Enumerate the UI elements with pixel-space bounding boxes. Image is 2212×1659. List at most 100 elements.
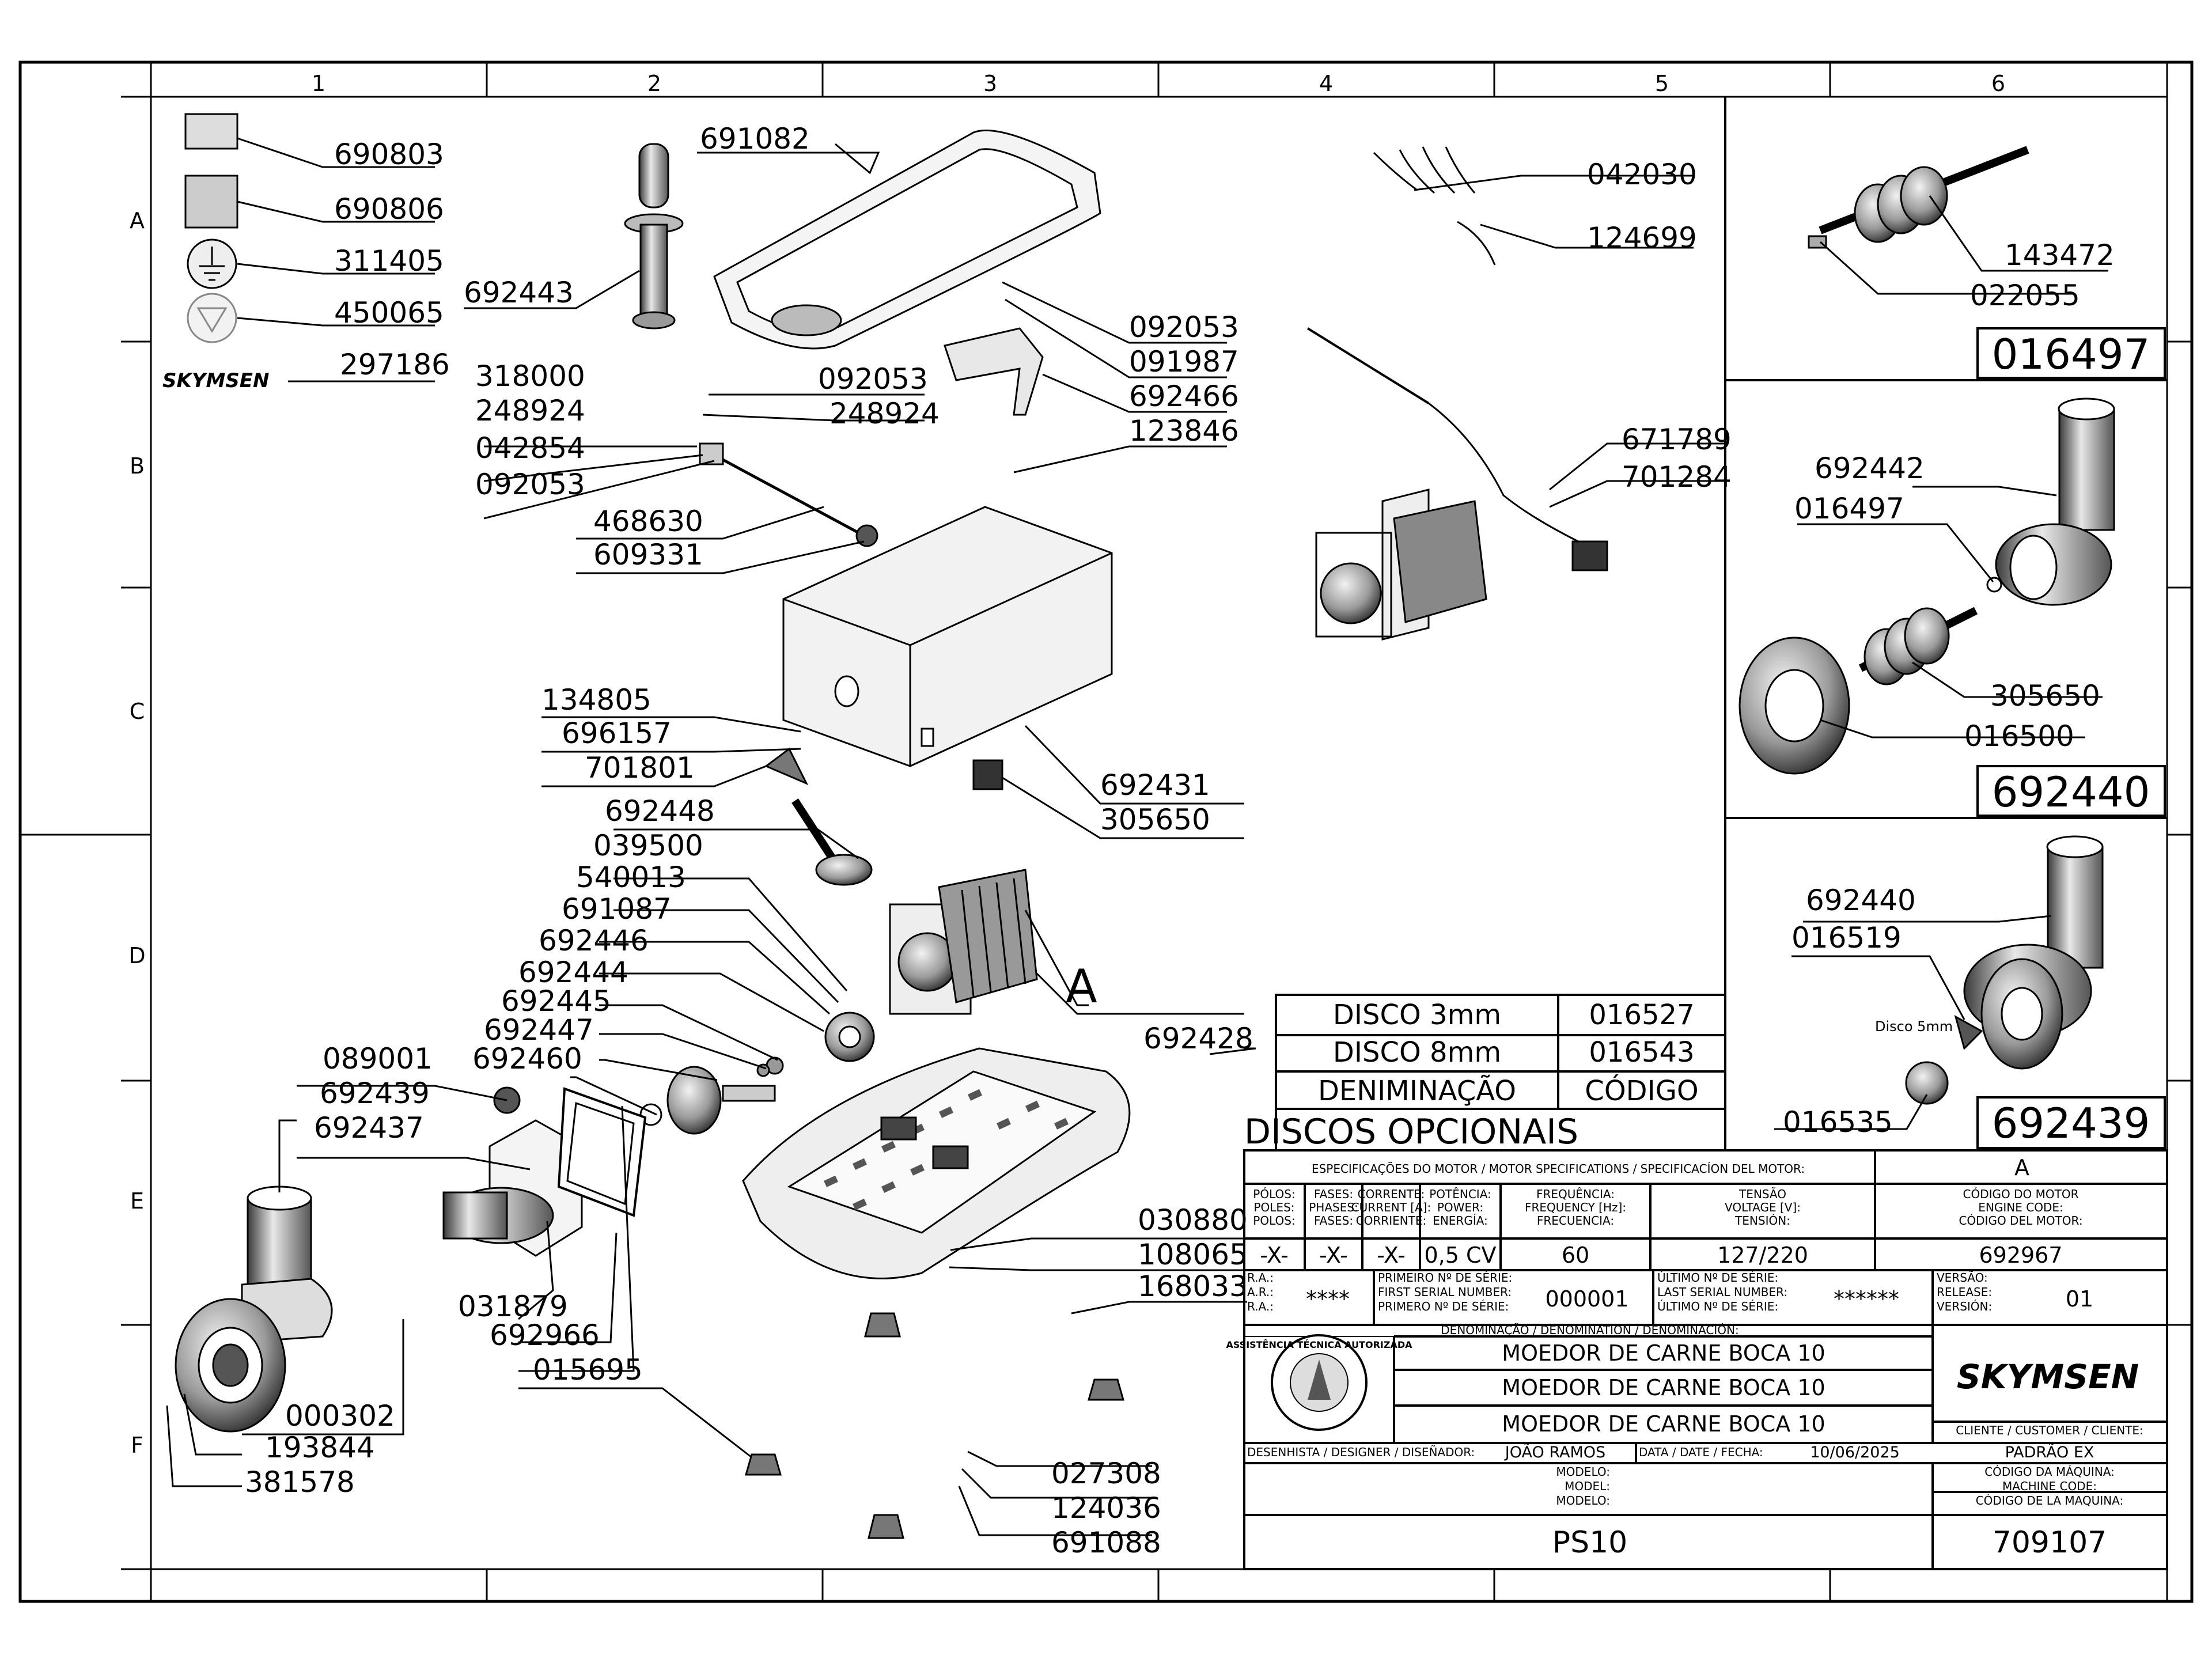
part-701284: 701284 bbox=[1622, 460, 1732, 494]
part-031879: 031879 bbox=[458, 1290, 568, 1323]
designer-value: JOÃO RAMOS bbox=[1504, 1443, 1605, 1461]
last-serial-label-en: LAST SERIAL NUMBER: bbox=[1657, 1285, 1787, 1299]
part-042030: 042030 bbox=[1587, 158, 1697, 191]
detail-letter-a: A bbox=[1066, 960, 1097, 1013]
part-134805: 134805 bbox=[541, 683, 652, 717]
phases-value: -X- bbox=[1319, 1243, 1348, 1268]
leader-lines bbox=[166, 137, 2108, 1536]
poles-label-en: POLES: bbox=[1253, 1200, 1294, 1214]
ground-label-450065 bbox=[187, 293, 237, 343]
grid-col-2: 2 bbox=[647, 71, 661, 96]
brand-logo: SKYMSEN bbox=[1957, 1357, 2139, 1396]
part-692442: 692442 bbox=[1815, 452, 1925, 485]
machine-code-value: 709107 bbox=[1993, 1525, 2107, 1560]
part-692466: 692466 bbox=[1129, 380, 1239, 413]
power-label-es: ENERGÍA: bbox=[1433, 1214, 1488, 1228]
model-label-es: MODELO: bbox=[1556, 1494, 1610, 1508]
ra-label-pt: R.A.: bbox=[1247, 1271, 1274, 1285]
last-serial-value: ****** bbox=[1834, 1286, 1899, 1312]
part-609331: 609331 bbox=[593, 538, 703, 571]
ra-value: **** bbox=[1306, 1286, 1350, 1312]
subassembly-code-692439: 692439 bbox=[1992, 1099, 2150, 1147]
part-692447: 692447 bbox=[484, 1013, 594, 1047]
machine-code-label-pt: CÓDIGO DA MÁQUINA: bbox=[1984, 1465, 2115, 1479]
model-label-pt: MODELO: bbox=[1556, 1465, 1610, 1479]
model-label-en: MODEL: bbox=[1565, 1479, 1610, 1493]
phases-label-en: PHASES: bbox=[1309, 1200, 1358, 1214]
date-value: 10/06/2025 bbox=[1810, 1444, 1900, 1461]
version-label-en: RELEASE: bbox=[1937, 1285, 1992, 1299]
part-124036: 124036 bbox=[1051, 1491, 1161, 1525]
disc-header-name: DENIMINAÇÃO bbox=[1318, 1075, 1516, 1107]
skymsen-logo-small: SKYMSEN bbox=[162, 369, 269, 392]
part-696157: 696157 bbox=[562, 717, 672, 750]
subassembly-code-692440: 692440 bbox=[1992, 768, 2150, 816]
grid-row-d: D bbox=[128, 943, 145, 968]
denomination-label: DENOMINAÇÃO / DENOMINATION / DENOMINACIÓ… bbox=[1441, 1323, 1738, 1337]
part-692445: 692445 bbox=[501, 984, 611, 1018]
voltage-value: 127/220 bbox=[1717, 1243, 1808, 1268]
disc-row-1-code: 016527 bbox=[1589, 999, 1694, 1031]
grid-row-a: A bbox=[130, 208, 145, 233]
machine-code-label-en: MACHINE CODE: bbox=[2002, 1479, 2097, 1493]
part-692966: 692966 bbox=[490, 1319, 600, 1352]
part-297186: 297186 bbox=[340, 348, 450, 381]
part-692444: 692444 bbox=[518, 956, 628, 989]
engine-code-label-en: ENGINE CODE: bbox=[1978, 1200, 2063, 1214]
date-label: DATA / DATE / FECHA: bbox=[1639, 1445, 1763, 1459]
part-number-labels: 690803 690806 311405 450065 297186 69244… bbox=[245, 122, 2115, 1559]
power-label-en: POWER: bbox=[1437, 1200, 1483, 1214]
ra-label-es: R.A.: bbox=[1247, 1300, 1274, 1313]
part-690803: 690803 bbox=[334, 138, 444, 171]
part-000302: 000302 bbox=[285, 1399, 395, 1433]
version-label-es: VERSIÓN: bbox=[1937, 1300, 1992, 1313]
first-serial-label-es: PRIMERO Nº DE SÉRIE: bbox=[1378, 1300, 1509, 1313]
part-042854: 042854 bbox=[475, 431, 585, 465]
part-468630: 468630 bbox=[593, 505, 703, 538]
part-016497: 016497 bbox=[1794, 492, 1904, 525]
client-label: CLIENTE / CUSTOMER / CLIENTE: bbox=[1956, 1423, 2143, 1437]
part-030880: 030880 bbox=[1138, 1203, 1248, 1237]
label-sticker-690806 bbox=[184, 175, 238, 229]
part-690806: 690806 bbox=[334, 192, 444, 226]
grid-row-e: E bbox=[130, 1188, 144, 1214]
phases-label-es: FASES: bbox=[1314, 1214, 1353, 1228]
part-092053-b: 092053 bbox=[475, 468, 585, 501]
part-108065: 108065 bbox=[1138, 1238, 1248, 1271]
optional-discs-table: DISCO 3mm 016527 DISCO 8mm 016543 DENIMI… bbox=[1244, 994, 1726, 1152]
poles-label-es: POLOS: bbox=[1253, 1214, 1295, 1228]
disc-row-2-code: 016543 bbox=[1589, 1036, 1694, 1069]
part-311405: 311405 bbox=[334, 244, 444, 278]
part-089001: 089001 bbox=[323, 1042, 433, 1075]
version-value: 01 bbox=[2066, 1286, 2093, 1312]
disc-header-code: CÓDIGO bbox=[1585, 1074, 1698, 1107]
frequency-label-pt: FREQUÊNCIA: bbox=[1536, 1187, 1615, 1201]
grid-col-6: 6 bbox=[1991, 71, 2005, 96]
engine-code-label-pt: CÓDIGO DO MOTOR bbox=[1963, 1187, 2079, 1201]
phases-label-pt: FASES: bbox=[1314, 1187, 1353, 1201]
part-540013: 540013 bbox=[576, 861, 686, 894]
disc-row-1-name: DISCO 3mm bbox=[1333, 999, 1501, 1031]
subassembly-code-016497: 016497 bbox=[1992, 330, 2150, 378]
part-124699: 124699 bbox=[1587, 221, 1697, 255]
part-692439-a: 692439 bbox=[320, 1077, 430, 1110]
first-serial-label-pt: PRIMEIRO Nº DE SÉRIE: bbox=[1378, 1271, 1512, 1285]
subassembly-frames bbox=[1724, 97, 2167, 1149]
part-016500: 016500 bbox=[1964, 719, 2074, 753]
part-091987: 091987 bbox=[1129, 345, 1239, 378]
engine-code-value: 692967 bbox=[1979, 1243, 2062, 1268]
part-692437: 692437 bbox=[314, 1111, 424, 1145]
grid-col-4: 4 bbox=[1319, 71, 1333, 96]
power-value: 0,5 CV bbox=[1424, 1243, 1496, 1268]
grid-row-f: F bbox=[131, 1433, 143, 1458]
part-143472: 143472 bbox=[2005, 238, 2115, 272]
part-692443: 692443 bbox=[464, 276, 574, 309]
poles-label-pt: PÓLOS: bbox=[1253, 1187, 1295, 1201]
machine-code-label-es: CÓDIGO DE LA MAQUINA: bbox=[1976, 1494, 2124, 1508]
engine-code-label-es: CÓDIGO DEL MOTOR: bbox=[1959, 1214, 2082, 1228]
part-193844: 193844 bbox=[265, 1431, 375, 1464]
part-305650-b: 305650 bbox=[1990, 679, 2100, 713]
ra-label-en: A.R.: bbox=[1247, 1285, 1274, 1299]
part-671789: 671789 bbox=[1622, 423, 1732, 456]
